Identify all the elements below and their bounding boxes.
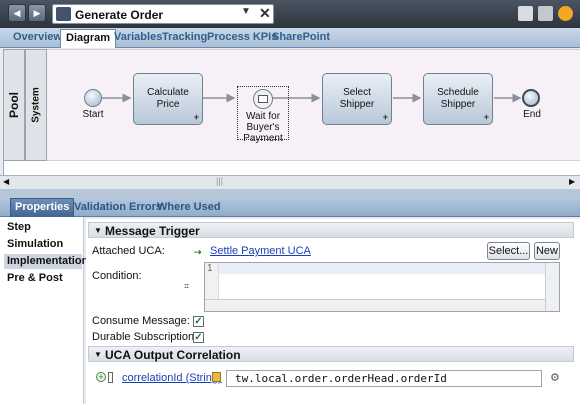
current-line-highlight (219, 263, 545, 274)
plus-icon: + (193, 112, 199, 122)
tab-validation-errors[interactable]: Validation Errors (74, 201, 163, 213)
end-label: End (523, 109, 541, 120)
condition-horizontal-scrollbar[interactable] (205, 299, 545, 311)
attached-uca-link[interactable]: Settle Payment UCA (210, 245, 311, 257)
task-select-shipper[interactable]: Select Shipper + (322, 73, 392, 125)
plus-icon: + (382, 112, 388, 122)
canvas-horizontal-scrollbar[interactable]: ◀ ||| ▶ (0, 175, 580, 189)
document-title: Generate Order (75, 8, 164, 22)
select-uca-button[interactable]: Select... (487, 242, 530, 260)
back-arrow-icon[interactable]: ◀ (8, 4, 26, 22)
envelope-icon (258, 95, 268, 103)
tab-variables[interactable]: Variables (114, 31, 163, 43)
end-event[interactable] (522, 89, 540, 107)
pool-header[interactable]: Pool (3, 49, 25, 161)
title-bar: ◀ ▶ Generate Order ▼ ✕ (0, 0, 580, 28)
add-correlation-icon[interactable]: + (96, 372, 106, 382)
scroll-grip[interactable]: ||| (216, 176, 224, 186)
variable-picker-icon[interactable]: ⌗ (184, 281, 190, 291)
panel-splitter[interactable] (0, 189, 580, 197)
plus-icon: + (483, 112, 489, 122)
message-trigger-section-header[interactable]: ▼ Message Trigger (88, 222, 574, 238)
consume-message-label: Consume Message: (92, 315, 190, 327)
document-selector[interactable]: Generate Order ▼ ✕ (52, 4, 274, 24)
task-label: Schedule Shipper (437, 87, 479, 110)
tab-where-used[interactable]: Where Used (157, 201, 221, 213)
task-label: Calculate Price (147, 87, 189, 110)
durable-subscription-label: Durable Subscription: (92, 331, 198, 343)
tab-diagram[interactable]: Diagram (60, 29, 117, 48)
nav-item-simulation[interactable]: Simulation (7, 238, 64, 250)
condition-label: Condition: (92, 270, 142, 282)
properties-tab-bar: Properties Validation Errors Where Used (0, 197, 580, 217)
variable-type-icon (212, 372, 221, 382)
collapse-triangle-icon[interactable]: ▼ (94, 350, 102, 359)
close-icon[interactable]: ✕ (259, 5, 271, 21)
start-label: Start (82, 109, 104, 120)
collapse-triangle-icon[interactable]: ▼ (94, 226, 102, 235)
tab-overview[interactable]: Overview (13, 31, 62, 43)
checklist-icon[interactable] (518, 6, 533, 21)
scroll-right-icon[interactable]: ▶ (569, 177, 576, 186)
intermediate-event-selection[interactable] (237, 86, 289, 140)
correlation-parameter-link[interactable]: correlationId (String) (122, 372, 222, 384)
intermediate-event-label: Wait for Buyer's Payment (243, 111, 283, 144)
correlation-expression-field[interactable]: tw.local.order.orderHead.orderId (226, 370, 542, 387)
sequence-flows (102, 93, 522, 103)
nav-item-step[interactable]: Step (7, 221, 31, 233)
properties-nav: Step Simulation Implementation Pre & Pos… (0, 217, 88, 404)
task-schedule-shipper[interactable]: Schedule Shipper + (423, 73, 493, 125)
chevron-down-icon[interactable]: ▼ (241, 6, 251, 17)
durable-subscription-checkbox[interactable]: ✓ (193, 332, 204, 343)
new-uca-button[interactable]: New (534, 242, 560, 260)
condition-vertical-scrollbar[interactable] (545, 263, 559, 311)
attached-uca-label: Attached UCA: (92, 245, 165, 257)
diagram-tab-bar: Overview Diagram Variables Tracking Proc… (0, 28, 580, 48)
debug-icon[interactable] (538, 6, 553, 21)
start-event[interactable] (84, 89, 102, 107)
uca-icon: ⇢ (194, 247, 202, 257)
task-calculate-price[interactable]: Calculate Price + (133, 73, 203, 125)
condition-editor[interactable]: 1 (204, 262, 560, 312)
variable-picker-icon[interactable]: ⚙ (550, 372, 560, 384)
section-title: UCA Output Correlation (105, 348, 241, 362)
lane-header[interactable]: System (25, 49, 47, 161)
line-number: 1 (205, 263, 219, 301)
message-event[interactable] (253, 89, 273, 109)
bracket-icon (108, 372, 113, 383)
nav-item-implementation[interactable]: Implementation (4, 254, 88, 269)
nav-item-pre-post[interactable]: Pre & Post (7, 272, 63, 284)
consume-message-checkbox[interactable]: ✓ (193, 316, 204, 327)
run-icon[interactable] (558, 6, 573, 21)
tab-properties[interactable]: Properties (10, 198, 75, 217)
section-title: Message Trigger (105, 224, 200, 238)
forward-arrow-icon[interactable]: ▶ (28, 4, 46, 22)
tab-tracking[interactable]: Tracking (162, 31, 208, 43)
uca-output-correlation-section-header[interactable]: ▼ UCA Output Correlation (88, 346, 574, 362)
process-icon (56, 7, 71, 21)
scroll-left-icon[interactable]: ◀ (3, 177, 10, 186)
tab-process-kpis[interactable]: Process KPIs (207, 31, 278, 43)
task-label: Select Shipper (339, 87, 375, 110)
tab-sharepoint[interactable]: SharePoint (272, 31, 331, 43)
